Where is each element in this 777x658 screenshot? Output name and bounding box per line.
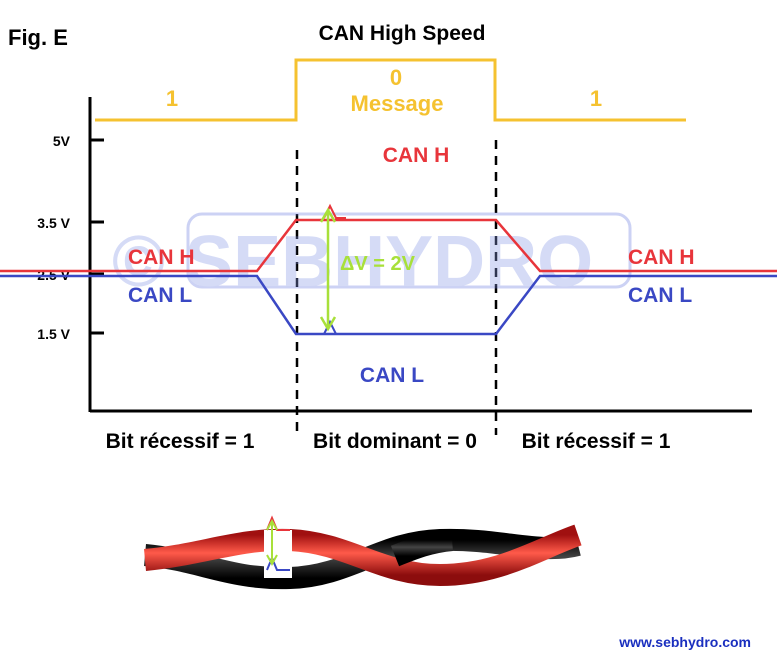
- message-label: Message: [351, 91, 444, 116]
- y-tick-label-5v: 5V: [53, 133, 71, 149]
- figure-label: Fig. E: [8, 25, 68, 50]
- y-tick-label-3-5v: 3.5 V: [37, 215, 70, 231]
- website-link[interactable]: www.sebhydro.com: [618, 634, 751, 650]
- delta-v-arrow: [319, 207, 337, 332]
- delta-v-label: ΔV = 2V: [340, 253, 416, 275]
- can-l-left-label: CAN L: [128, 284, 192, 307]
- bit-label-right: Bit récessif = 1: [522, 430, 671, 453]
- can-h-left-label: CAN H: [128, 246, 195, 269]
- message-bit-right: 1: [590, 86, 602, 111]
- y-tick-label-1-5v: 1.5 V: [37, 326, 70, 342]
- watermark: © SEBHYDRO: [112, 212, 632, 302]
- can-h-signal: [0, 218, 777, 273]
- can-l-bottom-label: CAN L: [360, 364, 424, 387]
- message-bit-middle: 0: [390, 65, 402, 90]
- can-h-right-label: CAN H: [628, 246, 695, 269]
- bit-label-middle: Bit dominant = 0: [313, 430, 477, 453]
- twisted-pair-cable-icon: [143, 515, 582, 590]
- message-bit-left: 1: [166, 86, 178, 111]
- watermark-text: © SEBHYDRO: [112, 222, 593, 302]
- diagram-title: CAN High Speed: [319, 22, 486, 45]
- bit-label-left: Bit récessif = 1: [106, 430, 255, 453]
- message-line: [95, 58, 686, 122]
- can-h-top-label: CAN H: [383, 144, 450, 167]
- can-l-signal: [0, 274, 777, 336]
- can-l-right-label: CAN L: [628, 284, 692, 307]
